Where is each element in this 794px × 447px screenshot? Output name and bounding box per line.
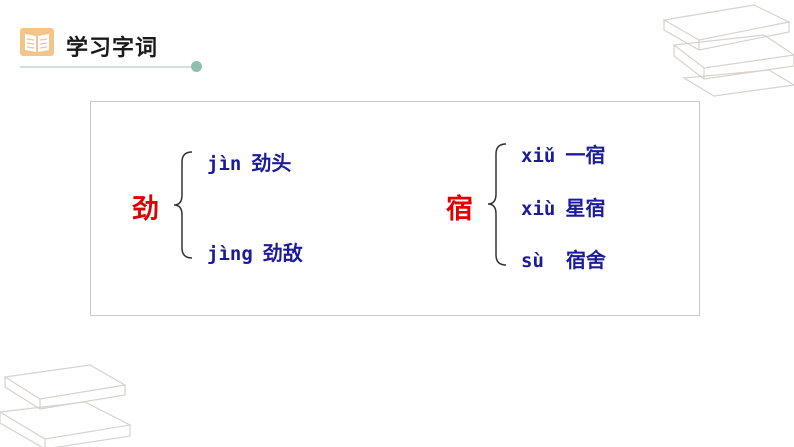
word: 劲头 <box>251 151 292 175</box>
character-su: 宿 <box>446 194 473 225</box>
content-box <box>90 101 700 316</box>
character-jin: 劲 <box>132 194 159 225</box>
reading-item: sù 宿舍 <box>521 244 606 273</box>
reading-item: xiǔ 一宿 <box>521 139 605 168</box>
reading-item: jìn 劲头 <box>207 147 291 176</box>
left-brace-icon <box>173 151 193 259</box>
word: 星宿 <box>565 196 606 220</box>
stacked-books-decoration-icon <box>0 364 132 447</box>
pinyin: jìn <box>207 153 242 175</box>
pinyin: sù <box>521 250 544 272</box>
reading-item: xiù 星宿 <box>521 192 605 221</box>
open-book-icon <box>20 28 54 56</box>
pinyin: xiǔ <box>521 145 556 167</box>
title-dot <box>191 61 202 72</box>
stacked-books-decoration-icon <box>662 4 794 97</box>
pinyin: xiù <box>521 198 556 220</box>
word: 一宿 <box>565 143 606 167</box>
left-brace-icon <box>487 143 507 266</box>
page-title: 学习字词 <box>66 36 159 61</box>
reading-item: jìng 劲敌 <box>207 237 303 266</box>
pinyin: jìng <box>207 243 253 265</box>
title-underline <box>20 66 198 68</box>
word: 劲敌 <box>262 241 303 265</box>
word: 宿舍 <box>565 248 606 272</box>
